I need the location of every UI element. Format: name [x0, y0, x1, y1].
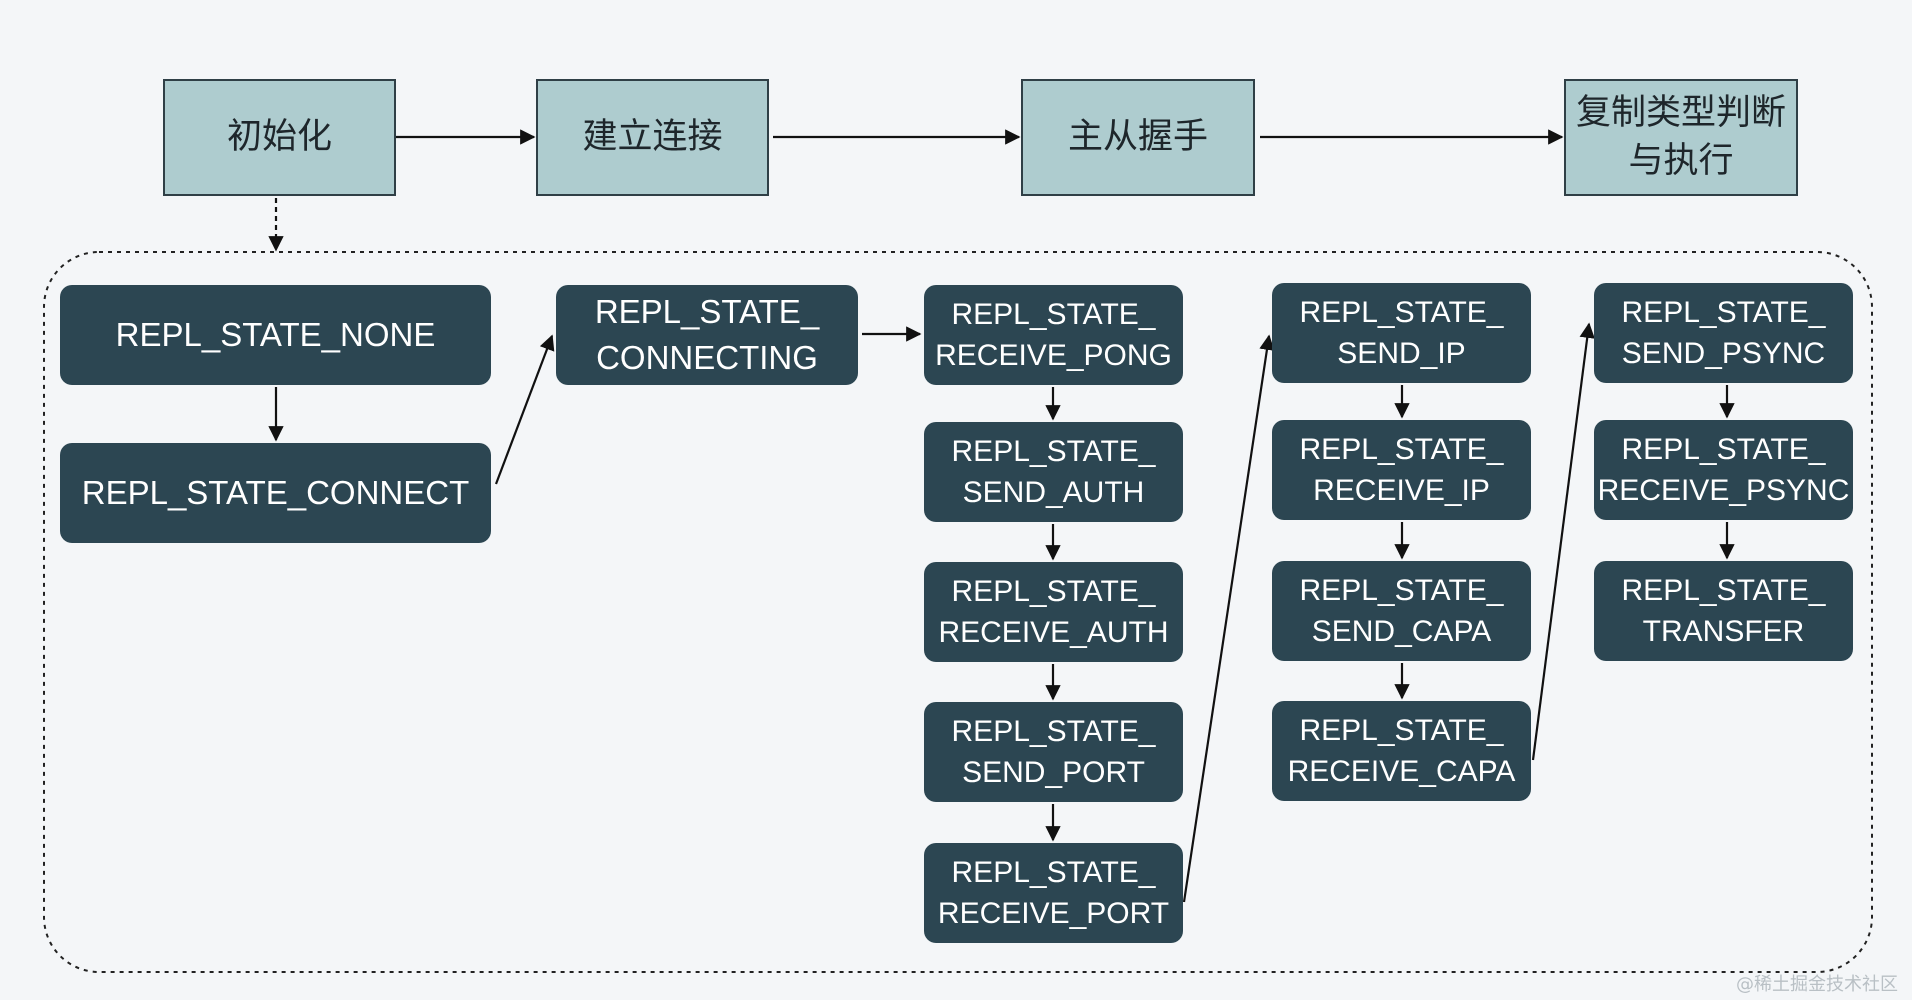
state-send-capa-line2: SEND_CAPA [1311, 615, 1492, 648]
state-receive-auth: REPL_STATE_ RECEIVE_AUTH [924, 562, 1183, 662]
state-send-capa-line1: REPL_STATE_ [1299, 573, 1504, 607]
phase-replicate-label-line2: 与执行 [1628, 140, 1734, 181]
state-send-capa: REPL_STATE_ SEND_CAPA [1272, 561, 1531, 661]
state-receive-pong-line2: RECEIVE_PONG [935, 339, 1172, 372]
state-receive-psync-line1: REPL_STATE_ [1621, 432, 1826, 466]
state-receive-port-line1: REPL_STATE_ [951, 855, 1156, 889]
state-send-port-line1: REPL_STATE_ [951, 714, 1156, 748]
state-send-port-line2: SEND_PORT [962, 756, 1145, 789]
state-connecting: REPL_STATE_ CONNECTING [556, 285, 858, 385]
state-receive-capa-line2: RECEIVE_CAPA [1287, 755, 1516, 788]
state-none: REPL_STATE_NONE [60, 285, 491, 385]
arrow-receive-port-to-send-ip [1182, 334, 1275, 903]
arrow-receive-capa-to-send-psync [1531, 322, 1595, 761]
state-transfer-line2: TRANSFER [1642, 615, 1805, 648]
state-receive-port-line2: RECEIVE_PORT [937, 897, 1170, 930]
state-receive-pong: REPL_STATE_ RECEIVE_PONG [924, 285, 1183, 385]
watermark: @稀土掘金技术社区 [1736, 974, 1898, 995]
state-receive-ip-line2: RECEIVE_IP [1313, 474, 1490, 507]
state-send-port: REPL_STATE_ SEND_PORT [924, 702, 1183, 802]
state-receive-port: REPL_STATE_ RECEIVE_PORT [924, 843, 1183, 943]
state-connecting-line2: CONNECTING [596, 339, 818, 376]
state-receive-ip: REPL_STATE_ RECEIVE_IP [1272, 420, 1531, 520]
phase-handshake-label: 主从握手 [1067, 116, 1208, 157]
phase-replicate-label-line1: 复制类型判断 [1575, 93, 1786, 134]
state-send-auth-line1: REPL_STATE_ [951, 434, 1156, 468]
state-transfer-line1: REPL_STATE_ [1621, 573, 1826, 607]
state-send-auth-line2: SEND_AUTH [962, 476, 1145, 509]
state-connecting-line1: REPL_STATE_ [594, 293, 820, 331]
phase-handshake: 主从握手 [1021, 79, 1255, 196]
state-transfer: REPL_STATE_ TRANSFER [1594, 561, 1853, 661]
state-receive-capa: REPL_STATE_ RECEIVE_CAPA [1272, 701, 1531, 801]
state-receive-auth-line1: REPL_STATE_ [951, 574, 1156, 608]
state-send-psync-line1: REPL_STATE_ [1621, 295, 1826, 329]
state-none-label: REPL_STATE_NONE [115, 316, 436, 354]
state-receive-pong-line1: REPL_STATE_ [951, 297, 1156, 331]
state-connect: REPL_STATE_CONNECT [60, 443, 491, 543]
state-receive-capa-line1: REPL_STATE_ [1299, 713, 1504, 747]
state-send-psync: REPL_STATE_ SEND_PSYNC [1594, 283, 1853, 383]
state-send-ip: REPL_STATE_ SEND_IP [1272, 283, 1531, 383]
phase-connect: 建立连接 [536, 79, 769, 196]
state-send-auth: REPL_STATE_ SEND_AUTH [924, 422, 1183, 522]
state-receive-ip-line1: REPL_STATE_ [1299, 432, 1504, 466]
state-connect-label: REPL_STATE_CONNECT [81, 474, 470, 512]
state-receive-auth-line2: RECEIVE_AUTH [938, 616, 1169, 649]
state-group-frame [43, 251, 1873, 973]
phase-init-label: 初始化 [226, 116, 332, 157]
state-send-ip-line2: SEND_IP [1337, 337, 1466, 370]
state-send-ip-line1: REPL_STATE_ [1299, 295, 1504, 329]
state-send-psync-line2: SEND_PSYNC [1621, 337, 1826, 370]
state-receive-psync: REPL_STATE_ RECEIVE_PSYNC [1594, 420, 1853, 520]
phase-replicate: 复制类型判断 与执行 [1564, 79, 1798, 196]
phase-init: 初始化 [163, 79, 396, 196]
phase-connect-label: 建立连接 [582, 116, 723, 157]
arrow-connect-to-connecting [494, 334, 555, 485]
state-receive-psync-line2: RECEIVE_PSYNC [1597, 474, 1850, 507]
